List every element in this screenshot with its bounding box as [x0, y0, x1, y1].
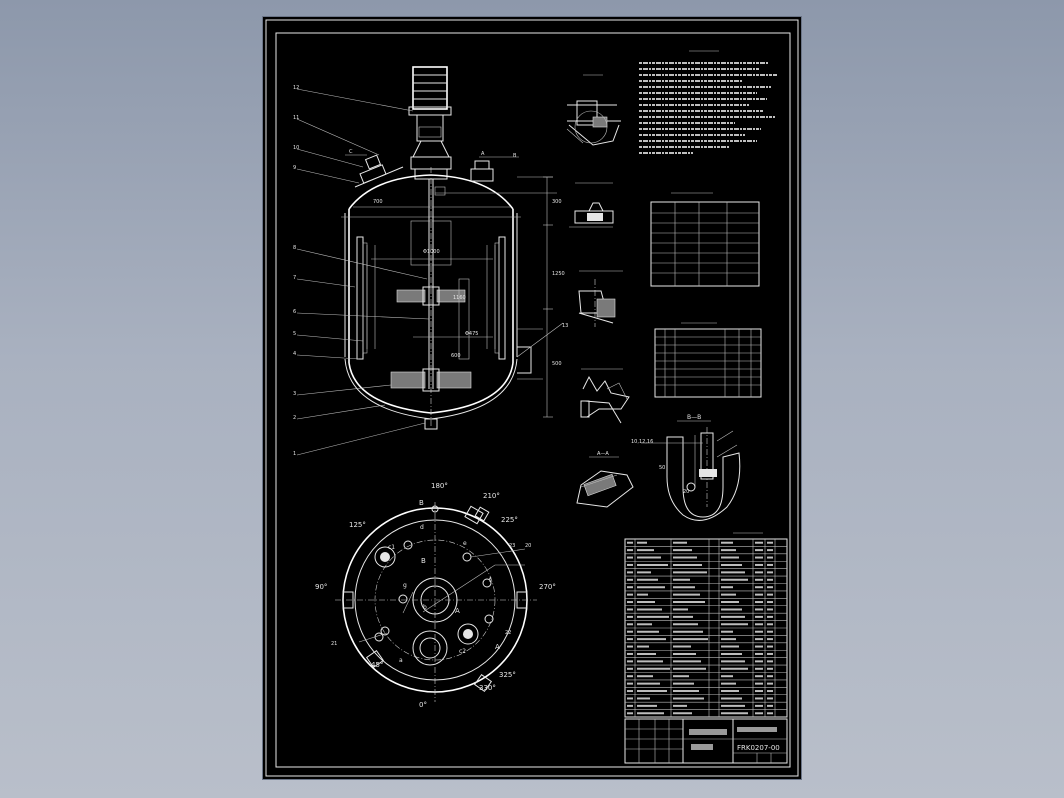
leader-4: 4	[293, 351, 296, 357]
nozzle-letter: d	[420, 524, 424, 531]
svg-text:20: 20	[683, 489, 689, 495]
svg-text:700: 700	[373, 199, 383, 205]
angle-label: 180°	[431, 482, 448, 490]
tech-table	[650, 192, 760, 287]
svg-text:500: 500	[552, 361, 562, 367]
nozzle-letter: e	[463, 540, 467, 547]
section-aa-label: A—A	[597, 451, 609, 457]
vessel-elevation: 300 1250 500 Φ1000 Φ475 700 1160 600 12 …	[293, 66, 568, 457]
leader-5: 5	[293, 331, 296, 337]
svg-text:600: 600	[451, 353, 461, 359]
cad-drawing: 300 1250 500 Φ1000 Φ475 700 1160 600 12 …	[265, 19, 799, 777]
leader-1: 1	[293, 451, 296, 457]
leader-12: 12	[293, 85, 299, 91]
drawing-sheet: 300 1250 500 Φ1000 Φ475 700 1160 600 12 …	[263, 17, 801, 779]
nozzle-letter: c2	[459, 648, 466, 655]
leader-7: 7	[293, 275, 296, 281]
leader-2: 2	[293, 415, 296, 421]
parts-list	[624, 532, 788, 718]
section-bb-label: B—B	[687, 414, 701, 421]
part-tag: 20	[525, 543, 531, 549]
angle-label: 330°	[479, 684, 496, 692]
svg-text:Φ1000: Φ1000	[423, 249, 440, 255]
nozzle-letter: a	[399, 657, 403, 664]
svg-text:10,12,16: 10,12,16	[631, 439, 653, 445]
leader-9: 9	[293, 165, 296, 171]
angle-label: 0°	[419, 701, 427, 709]
nozzle-letter: c1	[388, 544, 395, 551]
svg-text:B: B	[513, 153, 517, 159]
nozzle-letter: f	[489, 577, 492, 584]
plan-view: 180° 210° 225° 125° 90° 270° 45° 325° 33…	[315, 482, 556, 709]
technical-notes	[639, 50, 777, 154]
svg-text:Φ475: Φ475	[465, 331, 478, 337]
angle-label: 90°	[315, 583, 327, 591]
leader-3: 3	[293, 391, 296, 397]
part-tag: 23	[509, 543, 515, 549]
drawing-number: FRK0207-00	[737, 744, 780, 752]
angle-label: 45°	[371, 661, 383, 669]
section-marker-a: A	[455, 607, 460, 615]
svg-text:1160: 1160	[453, 295, 466, 301]
nozzle-letter: g	[403, 582, 407, 589]
section-marker-b: B	[421, 557, 426, 565]
part-tag: 22	[505, 630, 511, 636]
svg-text:300: 300	[552, 199, 562, 205]
angle-label: 210°	[483, 492, 500, 500]
angle-label: 325°	[499, 671, 516, 679]
angle-label: 125°	[349, 521, 366, 529]
leader-10: 10	[293, 145, 299, 151]
leader-13: 13	[562, 323, 568, 329]
svg-text:50: 50	[659, 465, 665, 471]
title-block: FRK0207-00	[624, 718, 788, 764]
leader-11: 11	[293, 115, 299, 121]
section-marker-b: B	[419, 499, 424, 507]
svg-text:A: A	[481, 151, 485, 157]
section-marker-a: A	[495, 643, 500, 651]
part-tag: 21	[331, 641, 337, 647]
angle-label: 270°	[539, 583, 556, 591]
svg-text:1250: 1250	[552, 271, 565, 277]
nozzle-letter: b	[423, 604, 427, 611]
nozzle-table	[654, 322, 762, 398]
leader-6: 6	[293, 309, 296, 315]
svg-text:C: C	[349, 149, 353, 155]
angle-label: 225°	[501, 516, 518, 524]
detail-views: A—A B—B 10,12,16 50 20	[566, 74, 741, 521]
leader-8: 8	[293, 245, 296, 251]
